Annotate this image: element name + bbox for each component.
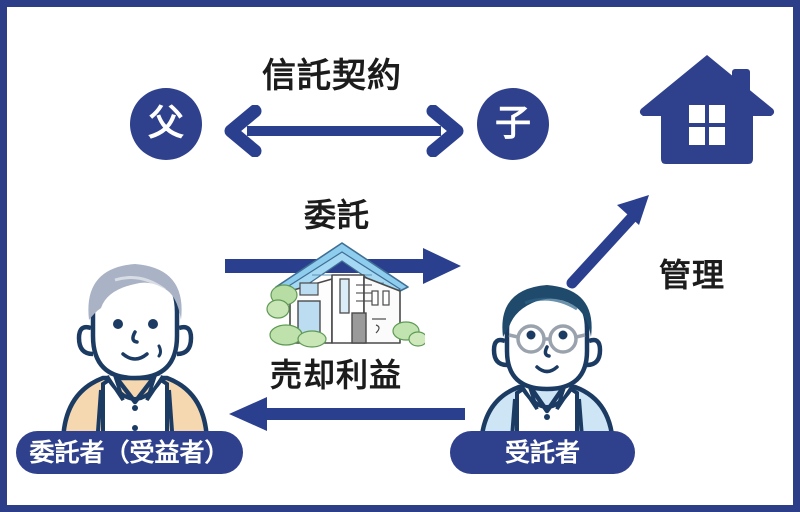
role-circle-child-label: 子 <box>494 103 531 144</box>
sale-profit-label: 売却利益 <box>270 356 403 394</box>
management-arrow <box>566 195 649 289</box>
trust-contract-arrow <box>224 105 464 157</box>
settlor-avatar <box>60 264 210 445</box>
entrusted-property-house-illustration <box>266 242 425 348</box>
management-label: 管理 <box>659 256 726 294</box>
sale-profit-arrow <box>229 397 465 431</box>
trustee-badge: 受託者 <box>450 431 635 474</box>
house-icon <box>639 55 775 164</box>
trustee-avatar <box>478 285 616 450</box>
settlor-badge-label: 委託者（受益者） <box>29 438 230 467</box>
diagram-stage: 父 子 信託契約 委託 <box>7 7 793 505</box>
role-circle-father-label: 父 <box>147 103 184 144</box>
role-circle-father: 父 <box>130 88 202 160</box>
settlor-badge: 委託者（受益者） <box>16 431 243 474</box>
entrust-label: 委託 <box>304 196 371 234</box>
trust-contract-label: 信託契約 <box>262 56 402 96</box>
trustee-badge-label: 受託者 <box>504 438 580 467</box>
role-circle-child: 子 <box>477 88 549 160</box>
